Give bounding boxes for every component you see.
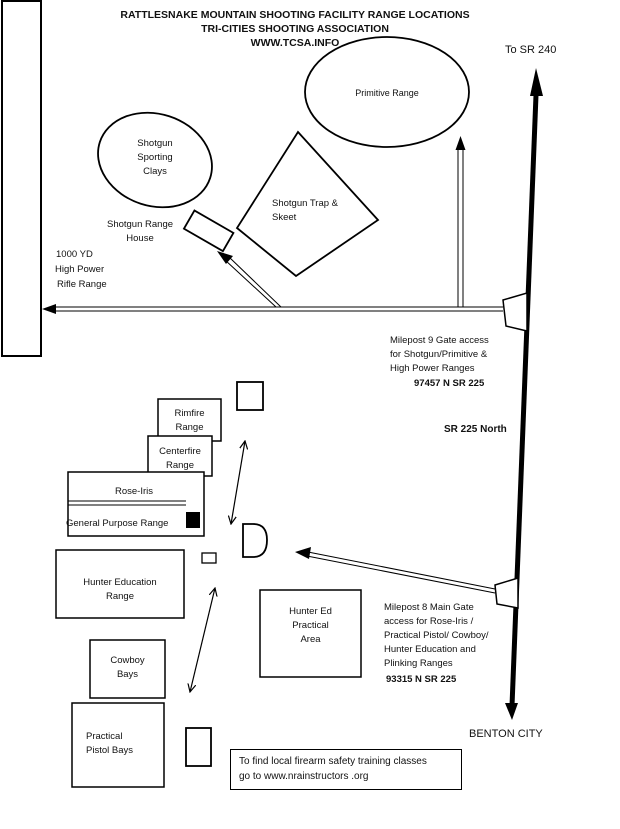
hunter-education-label-1: Hunter Education: [83, 577, 157, 588]
cowboy-bays-label-1: Cowboy: [110, 655, 145, 666]
rimfire-label-2: Range: [175, 422, 204, 433]
shotgun-house-label-2: House: [126, 233, 154, 244]
small-structure-north: [236, 381, 264, 411]
rimfire-label-1: Rimfire: [174, 408, 205, 419]
hunter-ed-practical-area-shape: [259, 589, 362, 678]
sporting-clays-label-1: Shotgun: [137, 138, 173, 149]
rimfire-range-shape: [157, 398, 222, 442]
walkway-arrow-south: [190, 588, 215, 692]
general-purpose-label: General Purpose Range: [66, 518, 169, 529]
high-power-label-3: Rifle Range: [57, 279, 107, 290]
general-purpose-range-shape: [67, 471, 205, 537]
association-name: TRI-CITIES SHOOTING ASSOCIATION: [201, 23, 389, 35]
hunter-ed-practical-label-2: Practical: [292, 620, 329, 631]
shotgun-house-label-1: Shotgun Range: [106, 219, 174, 230]
milepost-9-gate: [502, 292, 528, 332]
milepost-9-label-2: for Shotgun/Primitive &: [390, 349, 488, 360]
small-structure-south: [185, 727, 212, 767]
north-road-label: To SR 240: [505, 44, 557, 56]
hunter-ed-practical-label-1: Hunter Ed: [289, 606, 332, 617]
milepost-9-address: 97457 N SR 225: [414, 378, 485, 389]
walkway-arrow-north: [231, 441, 245, 524]
trap-skeet-label-1: Shotgun Trap &: [272, 198, 339, 209]
main-gate-access-road: [295, 547, 496, 594]
practical-pistol-label-1: Practical: [86, 731, 123, 742]
milepost-9-label-1: Milepost 9 Gate access: [390, 335, 489, 346]
info-line-2: go to www.nrainstructors .org: [239, 771, 369, 782]
sporting-clays-label-2: Sporting: [137, 152, 173, 163]
south-road-label: BENTON CITY: [469, 728, 543, 740]
centerfire-label-1: Centerfire: [159, 446, 201, 457]
info-line-1: To find local firearm safety training cl…: [239, 756, 427, 767]
d-shaped-structure: [242, 523, 268, 558]
shotgun-range-house-shape: [182, 209, 235, 253]
milepost-8-address: 93315 N SR 225: [386, 674, 457, 685]
hunter-education-range-shape: [55, 549, 185, 619]
sporting-clays-label-3: Clays: [143, 166, 167, 177]
sporting-clays-shape: [97, 111, 213, 209]
hunter-ed-practical-label-3: Area: [300, 634, 321, 645]
milepost-9-label-3: High Power Ranges: [390, 363, 475, 374]
shotgun-house-access-road: [217, 251, 282, 308]
centerfire-label-2: Range: [166, 460, 194, 471]
high-power-label-2: High Power: [55, 264, 105, 275]
practical-pistol-bays-shape: [71, 702, 165, 788]
milepost-8-gate: [494, 576, 519, 609]
milepost-8-label-5: Plinking Ranges: [384, 658, 453, 669]
hunter-education-label-2: Range: [106, 591, 134, 602]
cowboy-bays-label-2: Bays: [116, 669, 139, 680]
highway-label: SR 225 North: [444, 424, 507, 435]
primitive-range-label: Primitive Range: [355, 88, 419, 98]
practical-pistol-label-2: Pistol Bays: [86, 745, 133, 756]
info-box: To find local firearm safety training cl…: [230, 749, 462, 790]
milepost-8-label-3: Practical Pistol/ Cowboy/: [384, 630, 489, 641]
sr-225-road: [505, 68, 543, 720]
milepost-8-label-4: Hunter Education and: [384, 644, 476, 655]
milepost-8-label-1: Milepost 8 Main Gate: [384, 602, 474, 613]
centerfire-range-shape: [147, 435, 213, 477]
trap-skeet-shape: [235, 130, 380, 278]
cowboy-bays-shape: [89, 639, 166, 699]
map-title: RATTLESNAKE MOUNTAIN SHOOTING FACILITY R…: [120, 9, 470, 21]
primitive-access-road: [455, 136, 466, 307]
high-power-label-1: 1000 YD: [56, 249, 93, 260]
rose-iris-target: [186, 512, 200, 528]
small-box: [201, 552, 217, 564]
primitive-range-shape: [304, 36, 470, 148]
trap-skeet-label-2: Skeet: [272, 212, 297, 223]
website: WWW.TCSA.INFO: [250, 37, 340, 49]
high-power-rifle-range-area: [1, 0, 42, 357]
milepost-8-label-2: access for Rose-Iris /: [384, 616, 474, 627]
rose-iris-label: Rose-Iris: [115, 486, 154, 497]
upper-access-road: [42, 304, 503, 314]
